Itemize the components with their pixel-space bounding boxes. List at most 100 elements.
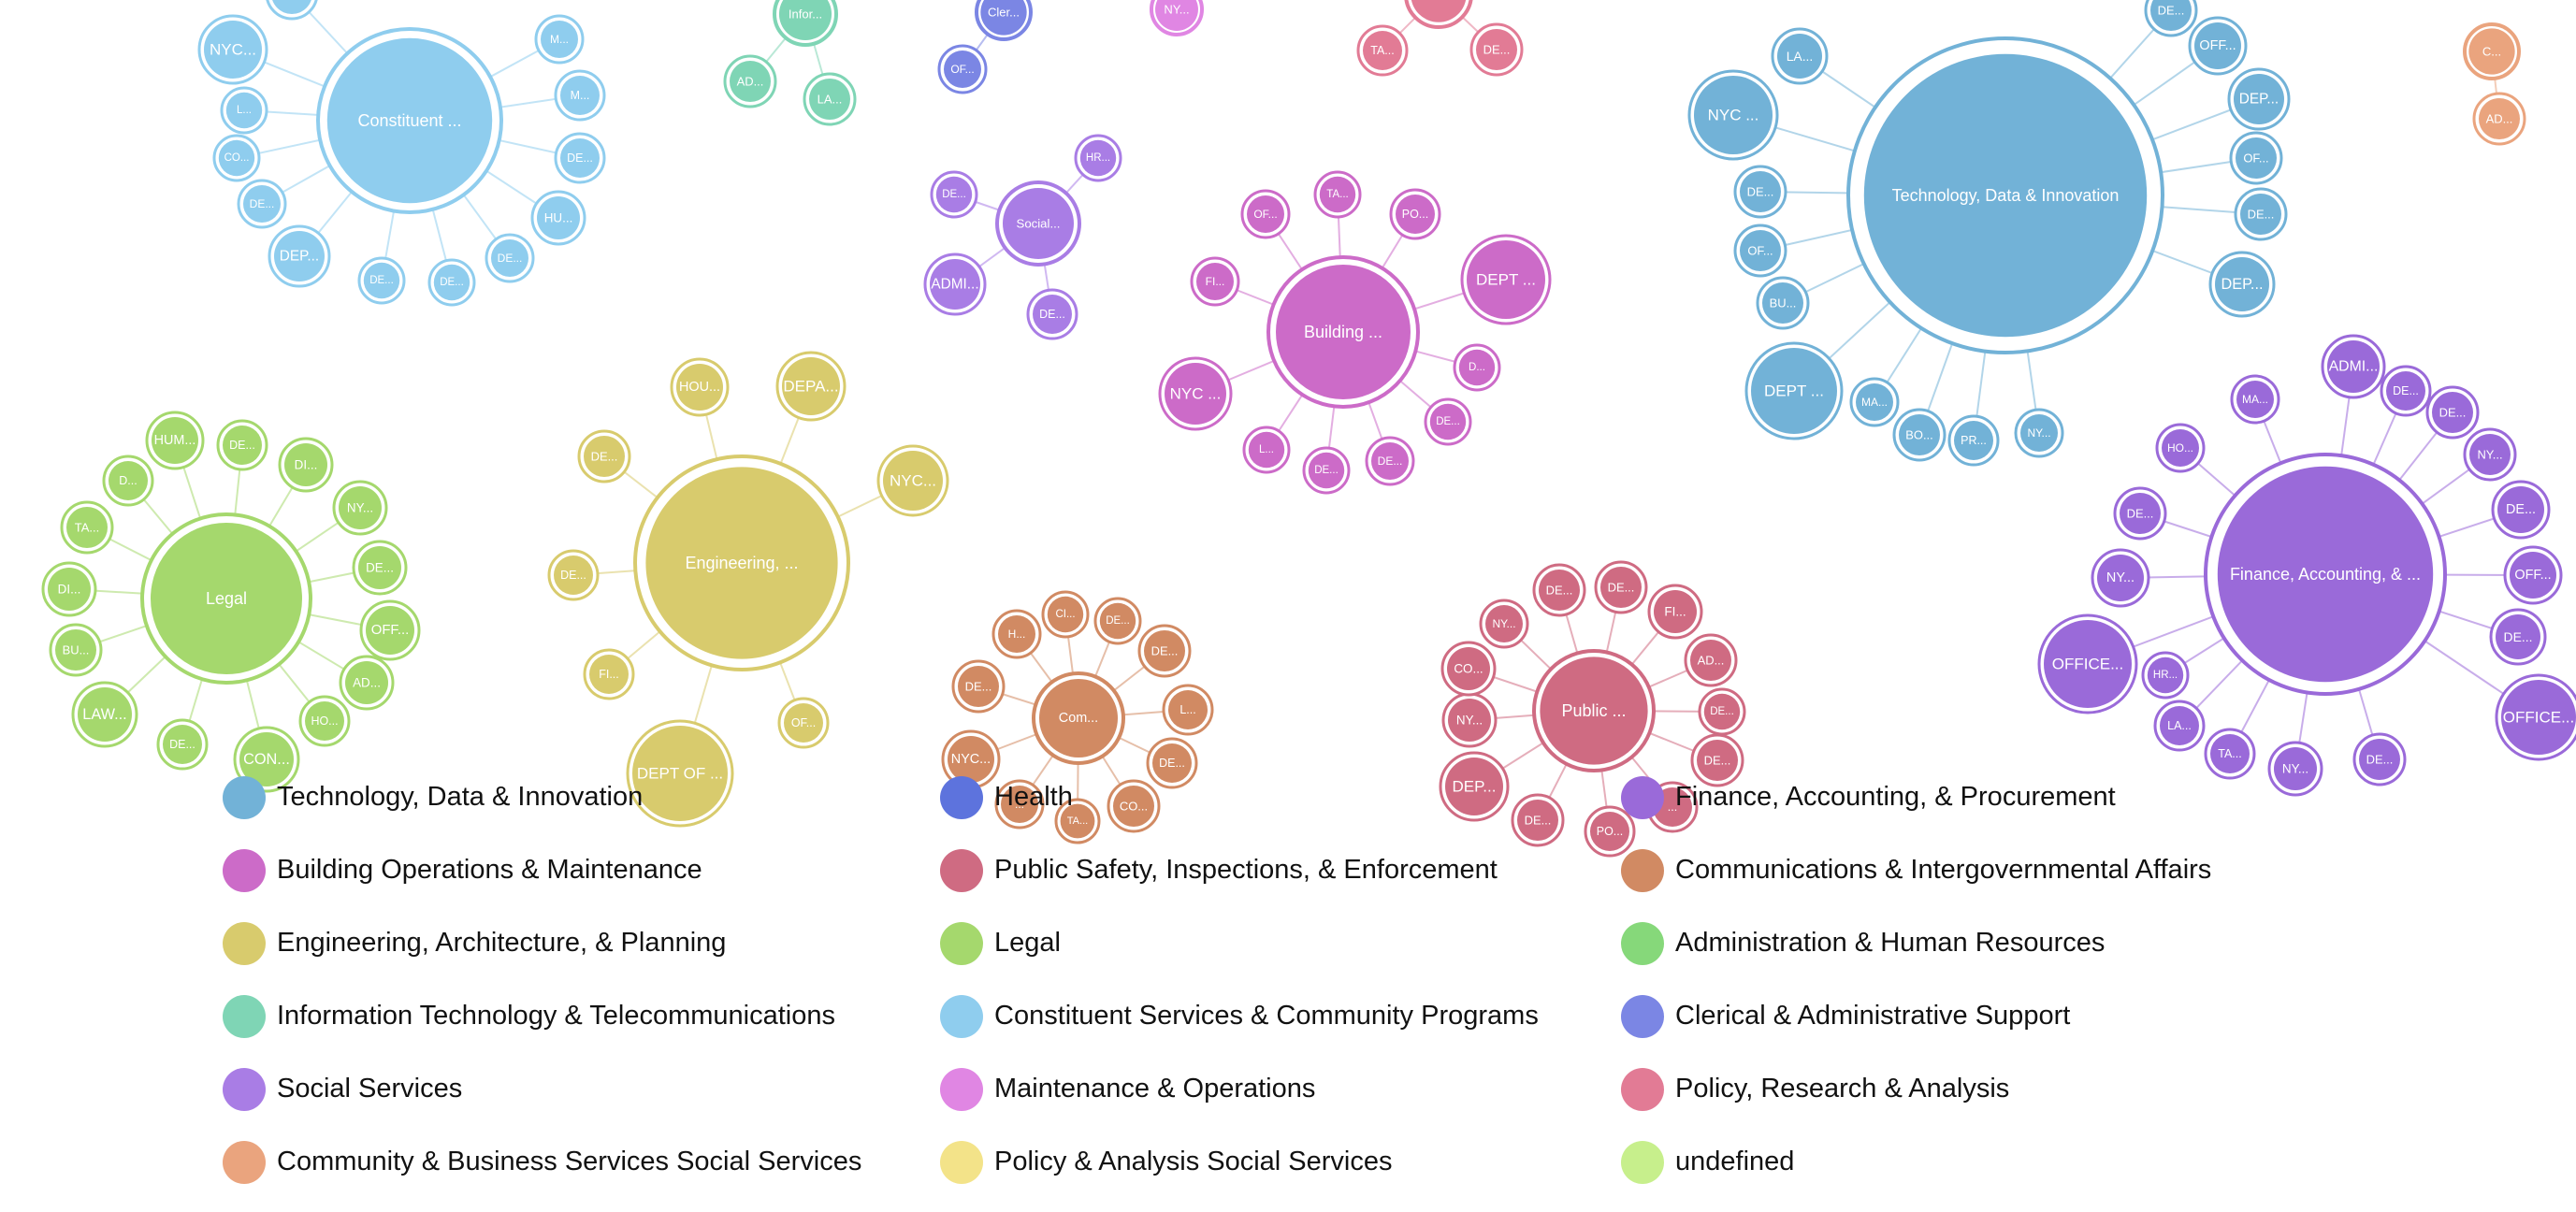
satellite-node[interactable]: NYC ... [1158, 356, 1233, 431]
legend-item[interactable]: Communications & Intergovernmental Affai… [1621, 848, 2276, 892]
legend-item[interactable]: Engineering, Architecture, & Planning [223, 921, 940, 965]
satellite-node[interactable]: TA... [1356, 24, 1409, 77]
satellite-node[interactable]: NY... [2267, 741, 2323, 797]
satellite-node[interactable]: DEPT ... [1744, 341, 1844, 440]
satellite-node[interactable]: DE... [951, 659, 1006, 714]
satellite-node[interactable]: DE... [1302, 446, 1351, 495]
satellite-node[interactable]: DE... [216, 419, 268, 471]
satellite-node[interactable]: BU... [1756, 276, 1810, 330]
satellite-node[interactable]: OFFICE... [2037, 613, 2138, 714]
satellite-node[interactable]: DE... [577, 429, 631, 483]
satellite-node[interactable]: L... [220, 86, 268, 135]
legend-item[interactable]: Finance, Accounting, & Procurement [1621, 775, 2276, 819]
satellite-node[interactable]: CO... [1440, 641, 1497, 697]
satellite-node[interactable]: DE... [1093, 597, 1142, 645]
satellite-node[interactable]: L... [1242, 426, 1291, 474]
satellite-node[interactable]: NY... [1441, 692, 1498, 748]
satellite-node[interactable]: NY... [332, 480, 388, 536]
satellite-node[interactable]: DE... [930, 170, 978, 219]
satellite-node[interactable]: PR... [1947, 414, 2000, 467]
legend-item[interactable]: Maintenance & Operations [940, 1067, 1621, 1111]
satellite-node[interactable]: HO... [298, 695, 351, 747]
hub-node[interactable]: Building ... [1266, 255, 1420, 409]
satellite-node[interactable]: DE... [1690, 733, 1744, 787]
hub-node[interactable]: Finance, Accounting, & ... [2204, 453, 2447, 696]
satellite-node[interactable]: OF... [777, 697, 830, 749]
satellite-node[interactable]: LA... [2153, 700, 2206, 752]
legend-item[interactable]: Information Technology & Telecommunicati… [223, 994, 940, 1038]
hub-node[interactable]: Cler... [975, 0, 1033, 41]
legend-item[interactable]: Policy, Research & Analysis [1621, 1067, 2276, 1111]
legend-item[interactable]: Constituent Services & Community Program… [940, 994, 1621, 1038]
satellite-node[interactable]: NYC... [197, 14, 268, 85]
legend-item[interactable]: Social Services [223, 1067, 940, 1111]
hub-node[interactable]: Engineering, ... [633, 454, 850, 671]
satellite-node[interactable]: LA... [1771, 27, 1829, 85]
satellite-node[interactable]: DE... [1733, 165, 1787, 219]
hub-node[interactable]: Social... [995, 180, 1081, 267]
satellite-node[interactable]: NY... [2014, 408, 2064, 458]
satellite-node[interactable]: DE... [2144, 0, 2198, 37]
satellite-node[interactable]: NYC... [941, 729, 1001, 789]
hub-node[interactable]: Constituent ... [316, 27, 503, 214]
satellite-node[interactable]: DE... [1146, 737, 1198, 789]
satellite-node[interactable]: DE... [266, 0, 318, 21]
satellite-node[interactable]: DE... [2491, 480, 2551, 540]
satellite-node[interactable]: ADMI... [2321, 334, 2386, 399]
satellite-node[interactable]: NY... [1479, 599, 1529, 649]
legend-item[interactable]: Public Safety, Inspections, & Enforcemen… [940, 848, 1621, 892]
satellite-node[interactable]: DE... [156, 718, 209, 771]
satellite-node[interactable]: DE... [547, 549, 600, 601]
satellite-node[interactable]: TA... [2204, 728, 2256, 780]
hub-node[interactable]: Legal [140, 512, 312, 685]
satellite-node[interactable]: DE... [237, 179, 287, 229]
satellite-node[interactable]: DE... [357, 256, 406, 305]
satellite-node[interactable]: DEPT ... [1460, 234, 1552, 325]
hub-node[interactable]: Public ... [1532, 649, 1656, 772]
satellite-node[interactable]: OF... [1733, 224, 1787, 278]
satellite-node[interactable]: DEPT OF ... [626, 719, 734, 828]
satellite-node[interactable]: DE... [2425, 385, 2480, 440]
legend-item[interactable]: Legal [940, 921, 1621, 965]
satellite-node[interactable]: HOU... [670, 357, 730, 417]
legend-item[interactable]: Health [940, 775, 1621, 819]
satellite-node[interactable]: DE... [2113, 486, 2167, 541]
legend-item[interactable]: Clerical & Administrative Support [1621, 994, 2276, 1038]
legend-item[interactable]: Administration & Human Resources [1621, 921, 2276, 965]
satellite-node[interactable]: DE... [1424, 397, 1472, 446]
satellite-node[interactable]: DE... [485, 233, 535, 283]
satellite-node[interactable]: OF... [1240, 189, 1291, 239]
satellite-node[interactable]: DE... [427, 258, 476, 307]
satellite-node[interactable]: HU... [530, 190, 586, 246]
satellite-node[interactable]: OF... [2229, 131, 2283, 185]
satellite-node[interactable]: LAW... [71, 681, 138, 748]
legend-item[interactable]: Building Operations & Maintenance [223, 848, 940, 892]
satellite-node[interactable]: TA... [1313, 170, 1362, 219]
satellite-node[interactable]: NYC ... [1687, 69, 1779, 161]
satellite-node[interactable]: OFF... [2503, 545, 2563, 605]
satellite-node[interactable]: NY... [2091, 548, 2150, 608]
satellite-node[interactable]: TA... [60, 500, 114, 555]
satellite-node[interactable]: FI... [1647, 584, 1703, 640]
satellite-node[interactable]: DEP... [2227, 67, 2291, 131]
satellite-node[interactable]: DE... [352, 540, 408, 596]
satellite-node[interactable]: NY... [2463, 427, 2517, 482]
satellite-node[interactable]: DE... [1365, 436, 1415, 486]
hub-node[interactable] [1404, 0, 1473, 29]
satellite-node[interactable]: DE... [2380, 365, 2432, 417]
satellite-node[interactable]: D... [1453, 343, 1501, 392]
hub-node[interactable]: Com... [1032, 671, 1125, 765]
satellite-node[interactable]: LA... [803, 72, 857, 126]
satellite-node[interactable]: MA... [2230, 374, 2280, 425]
satellite-node[interactable]: ADMI... [923, 252, 987, 316]
satellite-node[interactable]: D... [102, 454, 154, 507]
satellite-node[interactable]: H... [991, 609, 1042, 659]
satellite-node[interactable]: DE... [1137, 624, 1192, 678]
satellite-node[interactable]: M... [534, 14, 585, 65]
satellite-node[interactable]: CI... [1041, 590, 1090, 639]
satellite-node[interactable]: AD... [2472, 92, 2526, 146]
satellite-node[interactable]: HR... [1074, 134, 1122, 182]
satellite-node[interactable]: FI... [1190, 256, 1240, 307]
hub-node[interactable]: Technology, Data & Innovation [1846, 36, 2164, 354]
satellite-node[interactable]: DE... [1532, 563, 1586, 617]
